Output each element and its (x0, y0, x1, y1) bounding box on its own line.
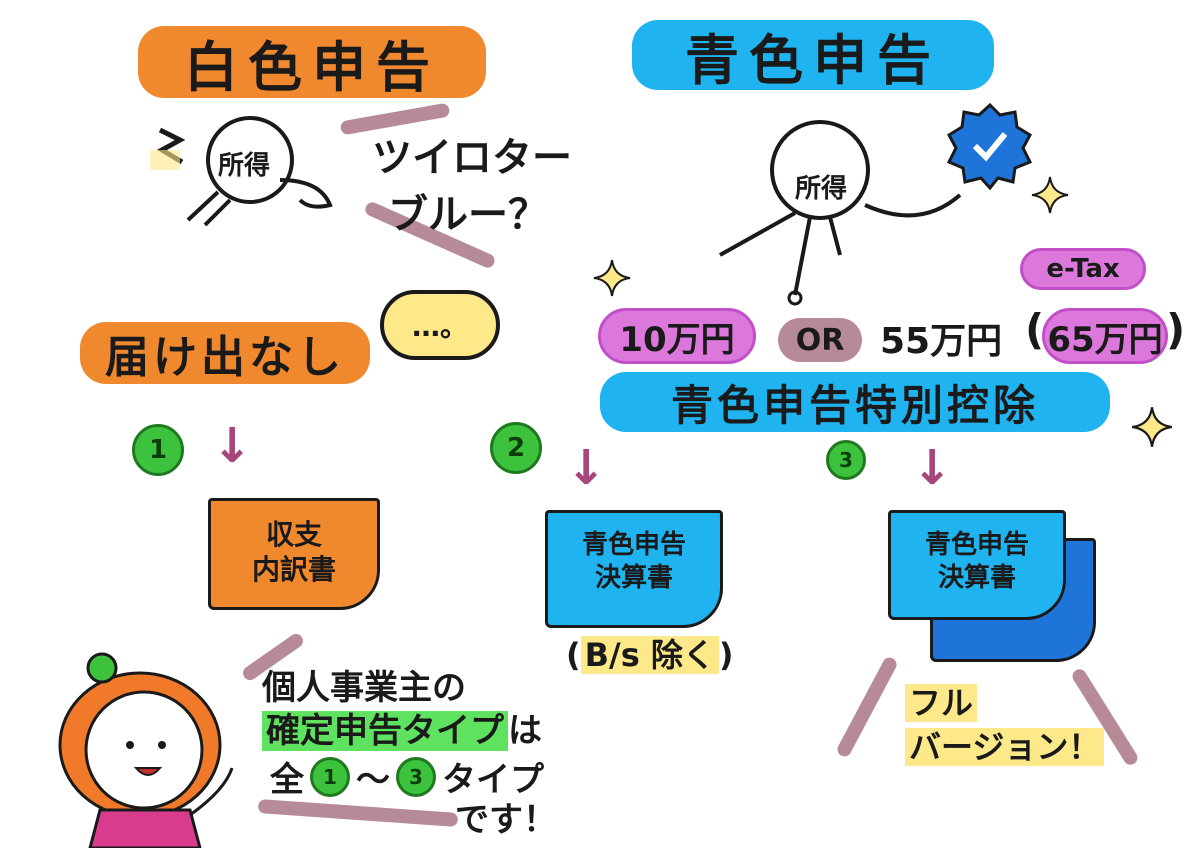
amount-10man-label: 10万円 (619, 319, 735, 360)
speech-bubble-text: …。 (411, 310, 468, 343)
or-badge: OR (778, 318, 862, 362)
bottom-tilde: ～ (356, 760, 390, 800)
stick-figure-left (150, 116, 333, 227)
step3-doc-line1: 青色申告 (924, 530, 1029, 560)
decor-stroke (257, 799, 459, 827)
step3-note-line1: フル (905, 678, 978, 724)
step3-note-line2: バージョン！ (905, 722, 1105, 768)
step-number-1-label: 1 (148, 435, 168, 465)
amount-65man-label: 65万円 (1047, 319, 1163, 360)
inline-number-3: 3 (396, 756, 436, 797)
down-arrow-icon: ↓ (212, 418, 253, 474)
paren-open: ( (1025, 305, 1045, 354)
step3-note-line2-label: バージョン！ (905, 728, 1105, 766)
bottom-line2-suffix: は (508, 711, 542, 751)
bottom-line3-prefix: 全 (270, 760, 304, 800)
decor-stroke (834, 655, 900, 759)
no-notice-banner: 届け出なし (80, 322, 370, 384)
stick-figure-right (719, 120, 962, 306)
step1-doc-line1: 収支 (265, 518, 322, 551)
step3-document: 青色申告決算書 (888, 510, 1066, 620)
character-illustration (58, 652, 234, 848)
step-number-2-label: 2 (506, 433, 526, 463)
left-speech-line1: ツイロター (372, 135, 572, 181)
deduction-banner: 青色申告特別控除 (600, 372, 1110, 432)
step2-note: (B/s 除く) (566, 636, 734, 674)
inline-number-1: 1 (310, 756, 350, 797)
step2-document: 青色申告決算書 (545, 510, 723, 628)
speech-bubble: …。 (380, 290, 500, 360)
amount-65man-pill: 65万円 (1042, 308, 1168, 364)
white-return-banner: 白色申告 (138, 26, 486, 99)
bottom-line4: です！ (455, 800, 557, 840)
white-return-title: 白色申告 (184, 35, 440, 99)
left-stick-label: 所得 (218, 151, 271, 181)
sparkle-icon (1031, 176, 1069, 214)
blue-return-title: 青色申告 (685, 28, 941, 92)
bottom-line1: 個人事業主の (262, 668, 466, 708)
amount-55man-label: 55万円 (880, 321, 1003, 362)
right-stick-label: 所得 (795, 174, 848, 204)
bottom-line3: 全 1 ～ 3 タイプ (270, 752, 544, 801)
paren-close: ) (1166, 305, 1186, 354)
step2-doc-line1: 青色申告 (581, 530, 686, 560)
step2-doc-line2: 決算書 (594, 562, 673, 593)
step3-note-line1-label: フル (905, 684, 978, 722)
down-arrow-icon: ↓ (912, 440, 953, 496)
step-number-3-label: 3 (839, 448, 853, 472)
step1-doc-line2: 内訳書 (251, 553, 336, 586)
sparkle-icon (593, 259, 631, 297)
left-speech-line2: ブルー？ (388, 192, 548, 238)
verified-badge-icon (946, 102, 1033, 190)
step-number-1: 1 (132, 424, 184, 476)
etax-label: e-Tax (1046, 254, 1120, 284)
step1-document: 収支内訳書 (208, 498, 380, 610)
bottom-line2-highlight: 確定申告タイプ (262, 711, 508, 751)
no-notice-label: 届け出なし (105, 332, 345, 383)
step2-note-label: B/s 除く (580, 636, 719, 674)
bottom-line3-suffix: タイプ (442, 760, 544, 800)
or-label: OR (795, 322, 845, 358)
down-arrow-icon: ↓ (566, 440, 607, 496)
step-number-3: 3 (826, 440, 866, 480)
step-number-2: 2 (490, 422, 542, 474)
etax-badge: e-Tax (1020, 248, 1146, 290)
bottom-line2: 確定申告タイプは (262, 703, 542, 752)
deduction-label: 青色申告特別控除 (670, 380, 1039, 430)
blue-return-banner: 青色申告 (632, 20, 994, 92)
sparkle-icon (1132, 407, 1172, 447)
step3-doc-line2: 決算書 (937, 562, 1016, 593)
amount-10man-pill: 10万円 (598, 308, 756, 364)
